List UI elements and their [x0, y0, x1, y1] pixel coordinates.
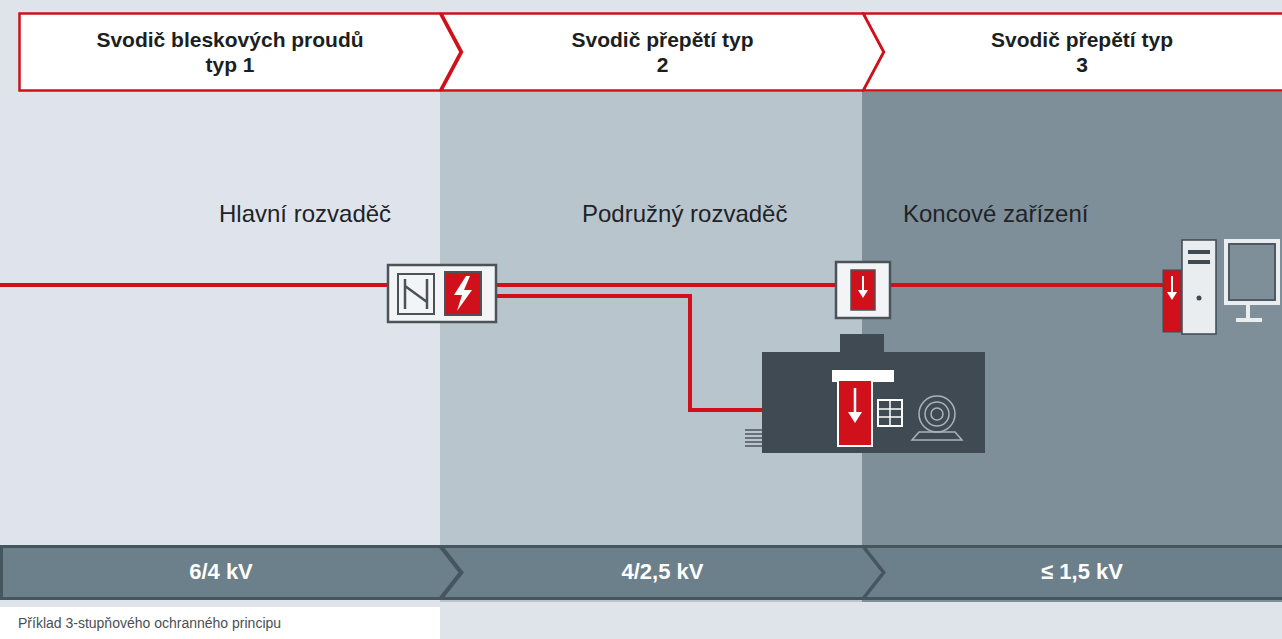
- spd-type1: [445, 272, 481, 315]
- zone-3: [862, 92, 1282, 602]
- spd-type-title: Svodič bleskových proudů typ 1: [80, 27, 380, 77]
- chevron-shape: [442, 547, 884, 599]
- location-label: Hlavní rozvaděč: [219, 200, 391, 228]
- wire: [890, 283, 1163, 287]
- box: [388, 265, 496, 322]
- monitor: [1226, 241, 1278, 303]
- vents: [745, 430, 762, 446]
- location-label: Koncové zařízení: [903, 200, 1088, 228]
- spd-plug: [1163, 270, 1181, 332]
- pc-tower: [1182, 240, 1216, 334]
- spd-type3: [838, 380, 872, 446]
- machine-top: [840, 334, 884, 354]
- zone-1: [0, 92, 440, 602]
- power-button: [1197, 296, 1202, 301]
- voltage-chevron: 6/4 kV: [0, 545, 462, 600]
- machine-body: [762, 352, 985, 453]
- caption-panel: [0, 607, 440, 639]
- machine-symbol: [745, 334, 985, 453]
- wire: [496, 283, 836, 287]
- chevron-shape: [864, 547, 1282, 599]
- wire: [0, 283, 388, 287]
- spd-type-title: Svodič přepětí typ 3: [990, 27, 1175, 77]
- arrow-stem: [1171, 276, 1173, 294]
- voltage-chevron: ≤ 1,5 kV: [862, 545, 1282, 600]
- chevron-shape: [20, 14, 461, 91]
- red-wires: [0, 285, 1163, 410]
- chevron-shape: [864, 14, 1282, 91]
- voltage-level: 6/4 kV: [189, 559, 253, 585]
- arrow-head: [848, 412, 862, 423]
- chevron-outline: [440, 12, 885, 92]
- zone-2: [440, 92, 862, 602]
- main-distributor-symbol: [388, 265, 496, 322]
- drive-slot: [1188, 260, 1210, 264]
- drive-slot: [1188, 250, 1210, 254]
- box: [836, 262, 890, 318]
- switch-symbol: [405, 279, 427, 309]
- arrow-head: [1167, 292, 1177, 300]
- chevron-shape: [2, 547, 461, 599]
- chevron-outline: [862, 12, 1282, 92]
- voltage-chevron: 4/2,5 kV: [440, 545, 885, 600]
- monitor-stand: [1236, 305, 1262, 320]
- voltage-level: ≤ 1,5 kV: [1041, 559, 1123, 585]
- spd-type-title: Svodič přepětí typ 2: [570, 27, 755, 77]
- monitor-screen: [1229, 244, 1275, 300]
- lightning-symbol: [454, 276, 472, 311]
- sub-distributor-symbol: [836, 262, 890, 318]
- voltage-level: 4/2,5 kV: [622, 559, 704, 585]
- spd-type-chevron: Svodič přepětí typ 2: [440, 12, 885, 92]
- spd-type2: [851, 270, 875, 310]
- caption: Příklad 3-stupňového ochranného principu: [18, 615, 281, 631]
- panel-symbol: [878, 400, 902, 426]
- location-label: Podružný rozvaděč: [582, 200, 787, 228]
- switch-frame: [398, 274, 434, 314]
- arrow-stem: [862, 276, 864, 291]
- arrow-head: [858, 290, 868, 298]
- computer-symbol: [1163, 240, 1278, 334]
- chevron-outline: [18, 12, 462, 92]
- arrow-stem: [854, 388, 857, 414]
- spd-type-chevron: Svodič bleskových proudů typ 1: [18, 12, 462, 92]
- spd-type-chevron: Svodič přepětí typ 3: [862, 12, 1282, 92]
- motor-symbol: [912, 396, 962, 440]
- panel-grid: [878, 400, 902, 426]
- chevron-shape: [442, 14, 884, 91]
